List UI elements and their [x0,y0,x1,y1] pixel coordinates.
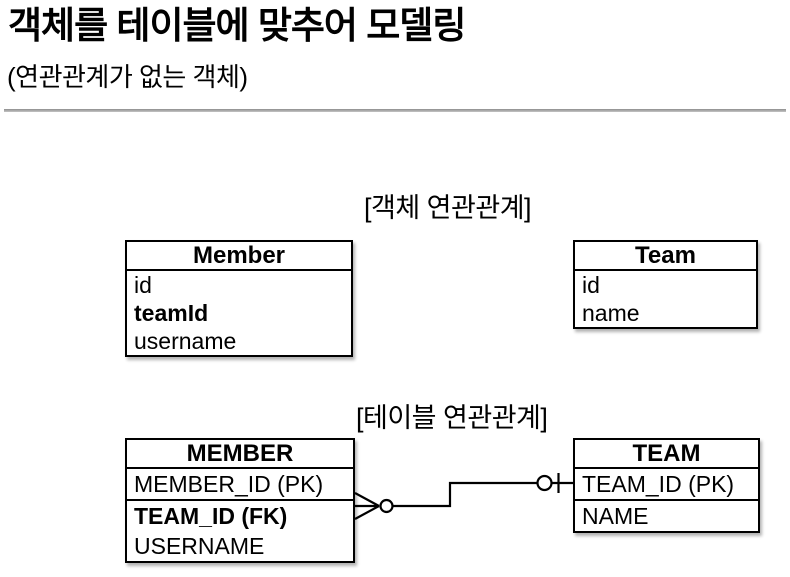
member-table-name: MEMBER [127,440,353,469]
team-field-name: name [582,300,640,326]
team-table-box: TEAM TEAM_ID (PK) NAME [573,438,760,533]
member-table-pk-column: MEMBER_ID (PK) [134,471,324,497]
relationship-line [392,481,537,508]
team-table-name-column: NAME [582,503,649,529]
member-class-box: Member id teamId username [125,240,353,357]
team-field-id: id [582,272,600,298]
member-table-box: MEMBER MEMBER_ID (PK) TEAM_ID (FK) USERN… [125,438,355,563]
member-class-name: Member [127,242,351,271]
member-table-fk-column: TEAM_ID (FK) [134,503,288,529]
member-field-username: username [134,328,237,354]
table-relation-label: [테이블 연관관계] [356,403,548,433]
team-class-name: Team [575,242,756,271]
title-divider [4,109,786,112]
member-table-username-column: USERNAME [134,533,265,559]
page-subtitle: (연관관계가 없는 객체) [7,62,248,92]
team-class-box: Team id name [573,240,758,329]
team-table-pk-column: TEAM_ID (PK) [582,471,735,497]
member-field-teamid: teamId [134,300,209,326]
object-relation-label: [객체 연관관계] [364,193,532,223]
member-field-id: id [134,272,152,298]
team-table-name: TEAM [575,440,758,469]
zero-or-one-icon [536,473,573,493]
crow-foot-many-icon [354,492,394,520]
page-title: 객체를 테이블에 맞추어 모델링 [8,5,466,46]
